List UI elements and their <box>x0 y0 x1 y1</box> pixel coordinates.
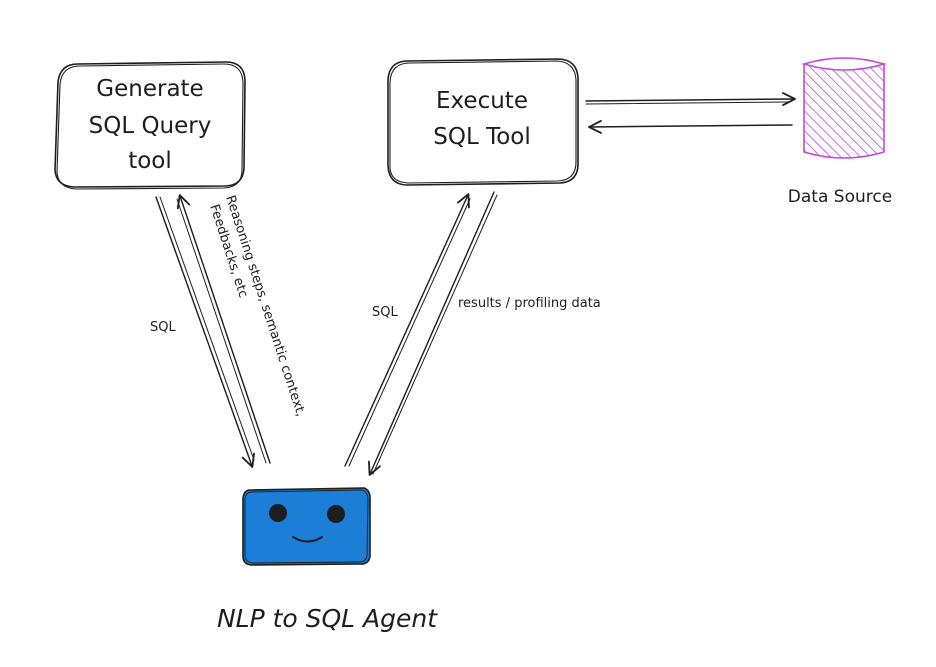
generate-tool-line-2: SQL Query <box>89 113 212 139</box>
data-source-label: Data Source <box>788 187 892 207</box>
datasource-to-exec-arrow <box>588 119 793 134</box>
execute-sql-tool-node: Execute SQL Tool <box>387 58 579 186</box>
exec-to-datasource-arrow <box>585 92 796 107</box>
robot-face-icon <box>242 487 371 566</box>
agent-to-gen-label-line-1: Reasoning steps, semantic context, <box>222 194 308 419</box>
database-icon <box>801 57 887 159</box>
generate-tool-line-1: Generate <box>96 76 203 102</box>
agent-to-exec-arrow: SQL <box>344 193 471 467</box>
gen-to-agent-label: SQL <box>150 320 176 335</box>
agent-node: NLP to SQL Agent <box>217 487 438 633</box>
generate-sql-query-tool-node: Generate SQL Query tool <box>54 61 246 190</box>
data-source-node: Data Source <box>788 57 892 207</box>
gen-to-agent-arrow: SQL <box>150 196 255 468</box>
exec-to-agent-label: results / profiling data <box>458 296 601 311</box>
agent-to-exec-label: SQL <box>372 305 398 320</box>
agent-label: NLP to SQL Agent <box>217 604 438 633</box>
execute-tool-line-2: SQL Tool <box>433 124 531 150</box>
generate-tool-line-3: tool <box>128 148 172 174</box>
exec-to-agent-arrow: results / profiling data <box>368 191 601 476</box>
robot-left-eye <box>269 504 287 522</box>
execute-tool-line-1: Execute <box>436 88 528 114</box>
robot-smile <box>292 536 323 543</box>
robot-right-eye <box>327 505 345 523</box>
agent-to-gen-arrow: Reasoning steps, semantic context, Feedb… <box>176 194 308 464</box>
